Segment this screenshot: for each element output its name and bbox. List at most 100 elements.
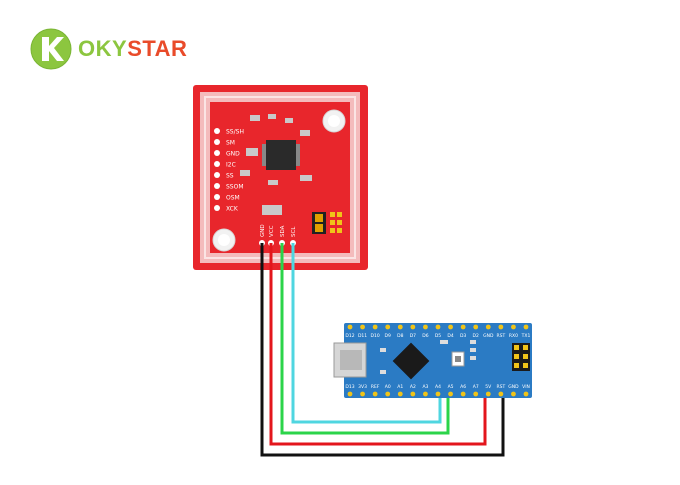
- arduino-bottom-pin-label: D13: [345, 384, 354, 390]
- arduino-top-pad: [523, 324, 529, 330]
- nfc-side-pin-label: I2C: [226, 162, 236, 169]
- nfc-side-pin-label: XCK: [226, 206, 239, 213]
- arduino-top-pad: [372, 324, 378, 330]
- arduino-top-pad: [473, 324, 479, 330]
- nfc-side-pins: SS/SH SM GND I2C SS SSOM OSM XCK: [214, 128, 244, 213]
- arduino-top-pin-label: D3: [460, 333, 466, 339]
- nfc-side-pin-label: OSM: [226, 195, 240, 202]
- arduino-bottom-pad: [473, 391, 479, 397]
- arduino-bottom-pad: [397, 391, 403, 397]
- arduino-bottom-pin-label: A3: [422, 384, 428, 390]
- nfc-side-pin-label: GND: [226, 151, 240, 158]
- arduino-top-pin-label: D8: [397, 333, 403, 339]
- nfc-side-pin-label: SSOM: [226, 184, 244, 191]
- arduino-bottom-pad: [485, 391, 491, 397]
- arduino-top-pad: [485, 324, 491, 330]
- mounting-hole: [322, 109, 346, 133]
- arduino-top-pad: [410, 324, 416, 330]
- wires: [260, 243, 505, 457]
- arduino-top-pin-label: D4: [447, 333, 453, 339]
- arduino-bottom-pin-label: A0: [385, 384, 391, 390]
- brand-name-part1: OKY: [78, 36, 128, 61]
- arduino-top-pin-label: D12: [345, 333, 354, 339]
- arduino-top-pad: [423, 324, 428, 330]
- mounting-hole: [212, 228, 236, 252]
- wire-gnd: [260, 243, 505, 457]
- arduino-bottom-pin-label: A7: [473, 384, 479, 390]
- nfc-chip: [266, 140, 296, 170]
- nfc-side-pin-pad: [214, 161, 220, 167]
- okystar-logo: OKYSTAR: [30, 28, 187, 70]
- arduino-bottom-pin-label: A5: [448, 384, 454, 390]
- arduino-bottom-pin-label: RST: [496, 384, 505, 390]
- arduino-bottom-pad: [523, 391, 529, 397]
- arduino-top-pad: [397, 324, 403, 330]
- arduino-top-pin-label: D2: [473, 333, 479, 339]
- nfc-side-pin-label: SM: [226, 140, 235, 147]
- arduino-bottom-pad: [460, 391, 466, 397]
- arduino-top-pin-label: D9: [385, 333, 391, 339]
- arduino-top-pin-label: D5: [435, 333, 441, 339]
- arduino-bottom-pad: [511, 391, 516, 397]
- arduino-top-pin-label: D7: [410, 333, 416, 339]
- nfc-side-pin-pad: [214, 150, 220, 156]
- wire-scl: [291, 243, 442, 424]
- arduino-top-pin-label: D11: [358, 333, 367, 339]
- arduino-bottom-pin-label: REF: [371, 384, 380, 390]
- arduino-bottom-pin-label: A2: [410, 384, 416, 390]
- arduino-bottom-pad: [410, 391, 416, 397]
- arduino-top-pin-label: GND: [483, 333, 494, 339]
- arduino-bottom-pad: [372, 391, 378, 397]
- arduino-bottom-pad: [448, 391, 453, 397]
- arduino-top-pad: [435, 324, 441, 330]
- arduino-bottom-pads: [347, 391, 529, 397]
- arduino-bottom-pin-label: GND: [508, 384, 519, 390]
- nfc-side-pin-pad: [214, 139, 220, 145]
- arduino-top-pad: [360, 324, 365, 330]
- nfc-side-pin-pad: [214, 183, 220, 189]
- arduino-bottom-pin-label: 3V3: [358, 384, 367, 390]
- arduino-top-pad: [347, 324, 353, 330]
- brand-name-part2: STAR: [127, 36, 188, 61]
- arduino-top-pin-label: TX1: [521, 333, 531, 339]
- arduino-top-pin-label: D6: [422, 333, 428, 339]
- arduino-top-pad: [448, 324, 453, 330]
- arduino-bottom-pad: [360, 391, 365, 397]
- arduino-bottom-pad: [498, 391, 504, 397]
- microcontroller-chip: [392, 342, 430, 380]
- nfc-side-pin-pad: [214, 172, 220, 178]
- arduino-bottom-pin-label: VIN: [522, 384, 530, 390]
- nfc-bottom-pin-label: VCC: [269, 225, 275, 237]
- arduino-bottom-pin-label: A6: [460, 384, 466, 390]
- arduino-top-pad: [460, 324, 466, 330]
- nfc-side-pin-label: SS/SH: [226, 129, 244, 136]
- nfc-side-pin-pad: [214, 205, 220, 211]
- arduino-top-pad: [385, 324, 391, 330]
- arduino-top-pad: [498, 324, 504, 330]
- wire-vcc: [269, 243, 487, 446]
- brand-name: OKYSTAR: [78, 36, 187, 62]
- arduino-bottom-pad: [423, 391, 428, 397]
- arduino-top-pin-label: RX0: [509, 333, 518, 339]
- okystar-logo-icon: [30, 28, 72, 70]
- nfc-bottom-pin-label: SDA: [280, 225, 286, 237]
- arduino-bottom-pad: [385, 391, 391, 397]
- nfc-side-pin-pad: [214, 128, 220, 134]
- arduino-bottom-pin-label: 5V: [485, 384, 492, 390]
- nfc-side-pin-label: SS: [226, 173, 234, 180]
- wire-sda: [280, 243, 450, 435]
- arduino-bottom-pad: [435, 391, 441, 397]
- arduino-top-pin-label: RST: [496, 333, 505, 339]
- arduino-top-pin-label: D10: [371, 333, 380, 339]
- nfc-bottom-pin-label: SCL: [291, 226, 297, 237]
- arduino-top-pad: [511, 324, 516, 330]
- nfc-bottom-pin-label: GND: [260, 224, 266, 237]
- arduino-board: [344, 323, 532, 398]
- arduino-bottom-pad: [347, 391, 353, 397]
